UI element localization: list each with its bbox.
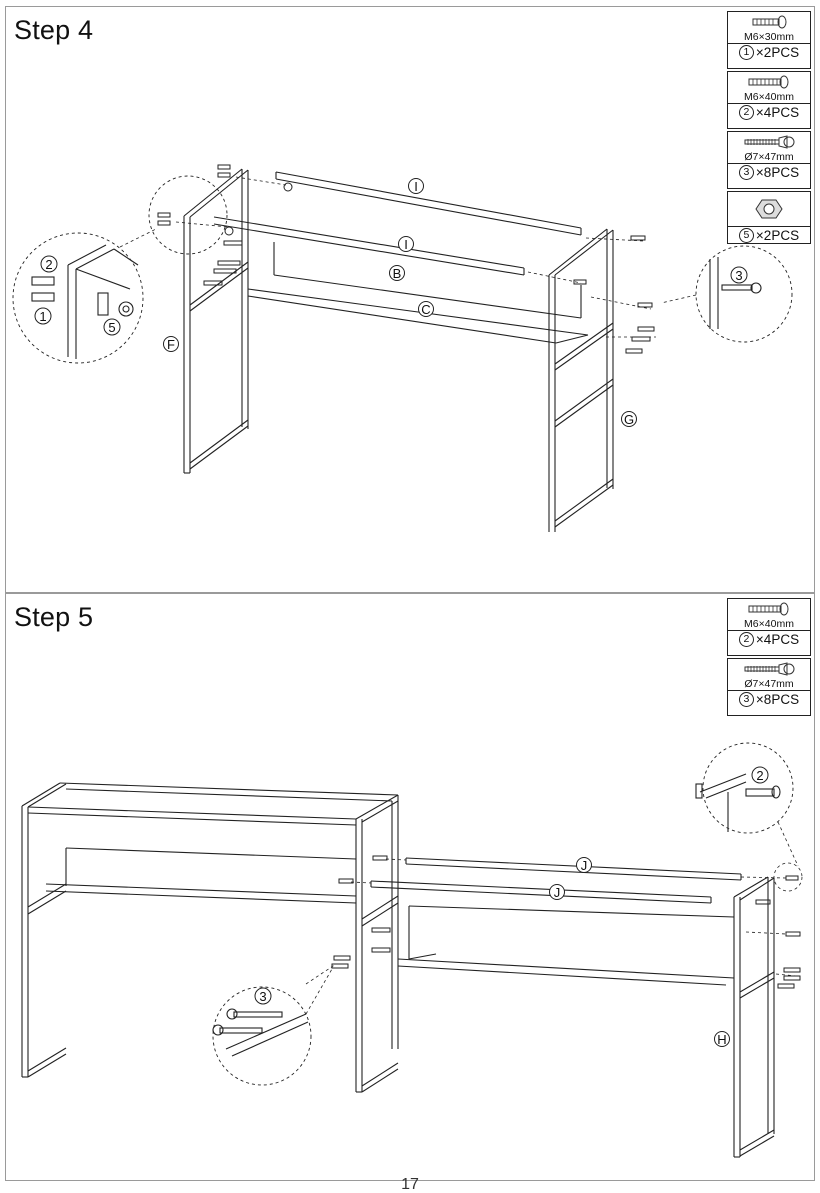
hardware-size: Ø7×47mm bbox=[744, 678, 794, 690]
part-number-badge: 2 bbox=[738, 632, 754, 647]
rail-j-middle bbox=[370, 880, 712, 904]
part-number-badge: 2 bbox=[738, 105, 754, 120]
part-label-h: H bbox=[717, 1032, 726, 1047]
right-frame-g bbox=[548, 228, 614, 532]
part-label-j: J bbox=[581, 858, 588, 873]
detail-circle bbox=[148, 175, 228, 255]
part-label-g: G bbox=[624, 412, 634, 427]
hardware-qty-row: 3×8PCS bbox=[728, 690, 810, 708]
hardware-qty-row: 1×2PCS bbox=[728, 43, 810, 61]
detail-circle-right bbox=[695, 245, 793, 343]
hardware-qty-row: 5×2PCS bbox=[728, 226, 810, 244]
part-number-badge: 3 bbox=[738, 165, 754, 180]
part-number-badge: 3 bbox=[738, 692, 754, 707]
part-label-b: B bbox=[393, 266, 402, 281]
hardware-qty: ×2PCS bbox=[755, 45, 800, 60]
middle-rail-i bbox=[213, 216, 525, 276]
back-panel-b bbox=[273, 242, 582, 319]
part-label-i: I bbox=[414, 179, 418, 194]
hardware-size: Ø7×47mm bbox=[744, 151, 794, 163]
rail-j-top bbox=[405, 857, 742, 881]
step-5-title: Step 5 bbox=[14, 602, 94, 632]
hardware-qty-row: 3×8PCS bbox=[728, 163, 810, 181]
frame-h bbox=[733, 876, 775, 1158]
step-4-assembly-drawing: I I B C F G 2 1 5 3 bbox=[12, 164, 793, 532]
hardware-size: M6×40mm bbox=[744, 91, 794, 103]
detail-label-1: 1 bbox=[39, 309, 46, 324]
hardware-box-7x47: Ø7×47mm 3×8PCS bbox=[727, 131, 811, 189]
detail-circle-left bbox=[12, 232, 144, 364]
part-label-j: J bbox=[554, 885, 561, 900]
detail-label-2: 2 bbox=[756, 768, 763, 783]
hardware-qty: ×2PCS bbox=[755, 228, 800, 243]
hardware-qty-row: 2×4PCS bbox=[728, 630, 810, 648]
hardware-qty-row: 2×4PCS bbox=[728, 103, 810, 121]
screw-icon bbox=[728, 659, 810, 679]
top-rail-i bbox=[275, 171, 582, 236]
hardware-qty: ×4PCS bbox=[755, 105, 800, 120]
part-number-badge: 5 bbox=[738, 228, 754, 243]
hardware-qty: ×8PCS bbox=[755, 165, 800, 180]
detail-label-2: 2 bbox=[45, 257, 52, 272]
hardware-size: M6×40mm bbox=[744, 618, 794, 630]
hardware-box-7x47: Ø7×47mm 3×8PCS bbox=[727, 658, 811, 716]
hardware-qty: ×4PCS bbox=[755, 632, 800, 647]
detail-circle-right bbox=[702, 742, 794, 834]
step-5-assembly-drawing: J J H 3 2 bbox=[21, 742, 803, 1158]
part-label-i: I bbox=[404, 237, 408, 252]
hardware-box-m6x30: M6×30mm 1×2PCS bbox=[727, 11, 811, 69]
hardware-qty: ×8PCS bbox=[755, 692, 800, 707]
nut-icon bbox=[728, 192, 810, 226]
step-5-panel: Step 5 M6×40mm 2×4PCS Ø7×47mm 3×8PCS bbox=[5, 593, 815, 1181]
shelf-c bbox=[247, 288, 589, 344]
part-label-c: C bbox=[421, 302, 430, 317]
hardware-size: M6×30mm bbox=[744, 31, 794, 43]
hardware-box-m6x40: M6×40mm 2×4PCS bbox=[727, 71, 811, 129]
detail-label-5: 5 bbox=[108, 320, 115, 335]
detail-label-3: 3 bbox=[735, 268, 742, 283]
detail-circle-left bbox=[212, 986, 312, 1086]
bolt-icon bbox=[728, 599, 810, 619]
assembled-desk-unit bbox=[21, 782, 399, 1093]
bolt-icon bbox=[728, 12, 810, 32]
part-label-f: F bbox=[167, 337, 175, 352]
hardware-box-nut: 5×2PCS bbox=[727, 191, 811, 244]
bolts-group bbox=[157, 164, 655, 354]
screw-icon bbox=[728, 132, 810, 152]
part-number-badge: 1 bbox=[738, 45, 754, 60]
bolts-group bbox=[331, 855, 801, 989]
left-frame-f bbox=[183, 168, 249, 474]
extension-panel-shelf bbox=[397, 905, 735, 986]
bolt-icon bbox=[728, 72, 810, 92]
step-4-panel: Step 4 M6×30mm 1×2PCS M6×40mm 2×4PCS Ø7×… bbox=[5, 6, 815, 593]
page-number: 17 bbox=[401, 1176, 419, 1193]
detail-label-3: 3 bbox=[259, 989, 266, 1004]
step-4-title: Step 4 bbox=[14, 15, 94, 45]
hardware-box-m6x40: M6×40mm 2×4PCS bbox=[727, 598, 811, 656]
